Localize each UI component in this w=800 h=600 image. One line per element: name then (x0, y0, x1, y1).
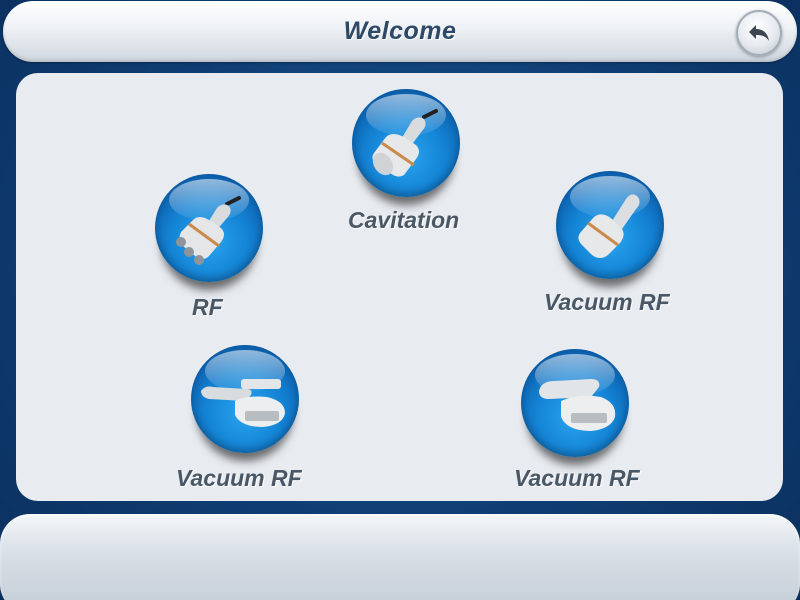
menu-item-label: RF (192, 294, 223, 320)
page-title: Welcome (343, 17, 457, 45)
menu-item-vacuum-rf-3[interactable]: Vacuum RF (509, 345, 659, 495)
menu-item-label: Vacuum RF (176, 465, 302, 491)
cavitation-handpiece-icon (372, 109, 438, 177)
vacuum-rf-orb-1 (556, 171, 664, 279)
cavitation-orb (352, 89, 460, 197)
header-bar: Welcome (3, 1, 797, 62)
menu-item-rf[interactable]: RF (155, 174, 275, 324)
footer-bar (0, 514, 800, 600)
menu-item-cavitation[interactable]: Cavitation (348, 89, 472, 239)
back-arrow-icon (749, 25, 769, 41)
menu-item-vacuum-rf-1[interactable]: Vacuum RF (544, 171, 706, 321)
vacuum-rf-curved-handpiece-icon (539, 379, 616, 431)
main-panel: Cavitation RF Vacuum RF (16, 73, 783, 501)
back-button[interactable] (736, 10, 782, 56)
menu-item-label: Vacuum RF (514, 465, 640, 491)
rf-handpiece-icon (176, 196, 241, 265)
menu-item-vacuum-rf-2[interactable]: Vacuum RF (176, 345, 326, 495)
vacuum-rf-orb-2 (191, 345, 299, 453)
vacuum-rf-orb-3 (521, 349, 629, 457)
menu-item-label: Cavitation (348, 207, 460, 233)
rf-orb (155, 174, 263, 282)
vacuum-rf-handpiece-icon (578, 194, 640, 258)
vacuum-rf-body-handpiece-icon (201, 379, 285, 427)
menu-item-label: Vacuum RF (544, 289, 670, 315)
